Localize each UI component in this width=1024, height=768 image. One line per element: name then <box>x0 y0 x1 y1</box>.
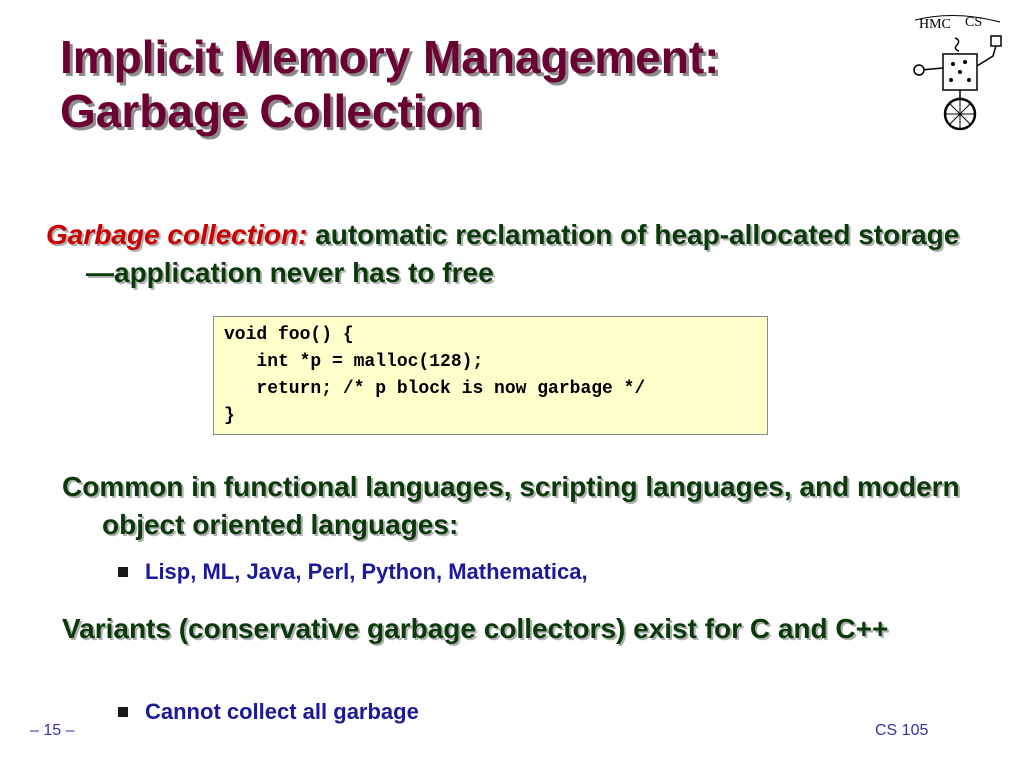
course-label: CS 105 <box>875 722 929 739</box>
hmc-cs-robot-logo: HMC CS <box>913 15 1002 131</box>
gc-definition-text: automatic reclamation of heap-allocated … <box>86 219 960 288</box>
gc-term-colon: : <box>298 219 308 250</box>
gc-term: Garbage collection <box>46 219 299 250</box>
code-line: void foo() { <box>224 325 354 345</box>
square-bullet-icon <box>118 567 128 577</box>
languages-list-text: Lisp, ML, Java, Perl, Python, Mathematic… <box>145 559 588 584</box>
slide-title-line1: Implicit Memory Management: <box>60 31 720 83</box>
slide-title: Implicit Memory Management: Garbage Coll… <box>60 30 719 138</box>
variants-point: Variants (conservative garbage collector… <box>62 613 889 644</box>
code-line: int *p = malloc(128); <box>224 352 484 372</box>
logo-text-hmc: HMC <box>919 17 951 32</box>
languages-list-item: Lisp, ML, Java, Perl, Python, Mathematic… <box>118 558 588 586</box>
page-number: – 15 – <box>30 722 75 739</box>
code-line: } <box>224 406 235 426</box>
functional-languages-point: Common in functional languages, scriptin… <box>62 471 960 540</box>
slide-title-line2: Garbage Collection <box>60 85 482 137</box>
gc-definition: Garbage collection: automatic reclamatio… <box>46 216 986 292</box>
cannot-collect-item: Cannot collect all garbage <box>118 698 419 726</box>
code-line: return; /* p block is now garbage */ <box>224 379 646 399</box>
square-bullet-icon <box>118 707 128 717</box>
code-box: void foo() { int *p = malloc(128); retur… <box>213 316 768 435</box>
cannot-collect-text: Cannot collect all garbage <box>145 699 419 724</box>
logo-text-cs: CS <box>965 15 982 30</box>
